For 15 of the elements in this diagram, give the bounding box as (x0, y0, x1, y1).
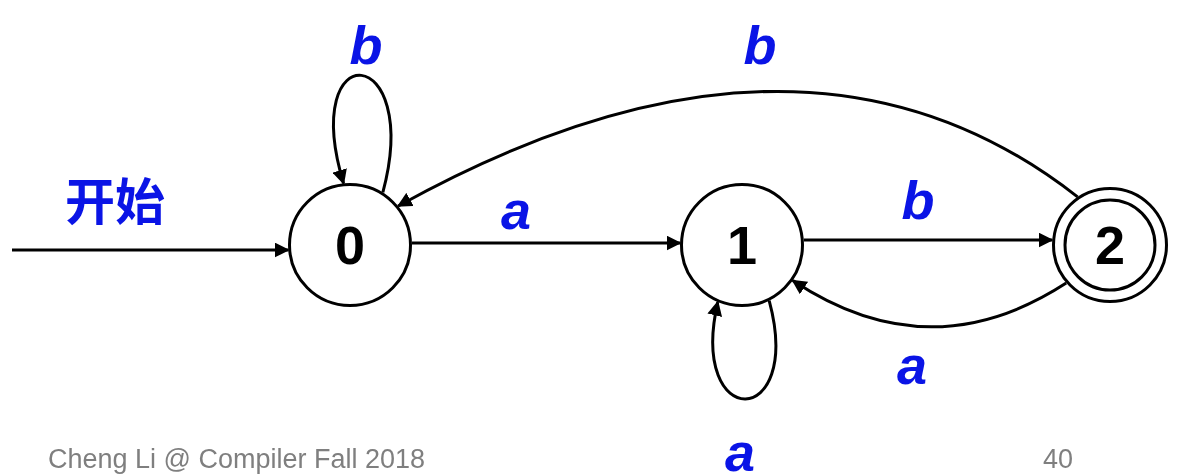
transition-arrow (708, 300, 777, 401)
transition-arrow (412, 235, 682, 251)
state-circle (680, 183, 804, 307)
transition-arrow (791, 279, 1067, 329)
footer-text: Cheng Li @ Compiler Fall 2018 (48, 446, 426, 473)
transition-arrow (12, 242, 290, 258)
state-number: 0 (333, 214, 366, 277)
accepting-state-circle (1052, 187, 1168, 303)
transition-arrow (396, 90, 1079, 208)
state-number: 1 (725, 214, 758, 277)
state-circle (288, 183, 412, 307)
transition-arrow (332, 74, 393, 193)
page-number: 40 (1043, 446, 1074, 473)
state-number: 2 (1093, 214, 1126, 277)
transition-arrow (804, 232, 1054, 248)
